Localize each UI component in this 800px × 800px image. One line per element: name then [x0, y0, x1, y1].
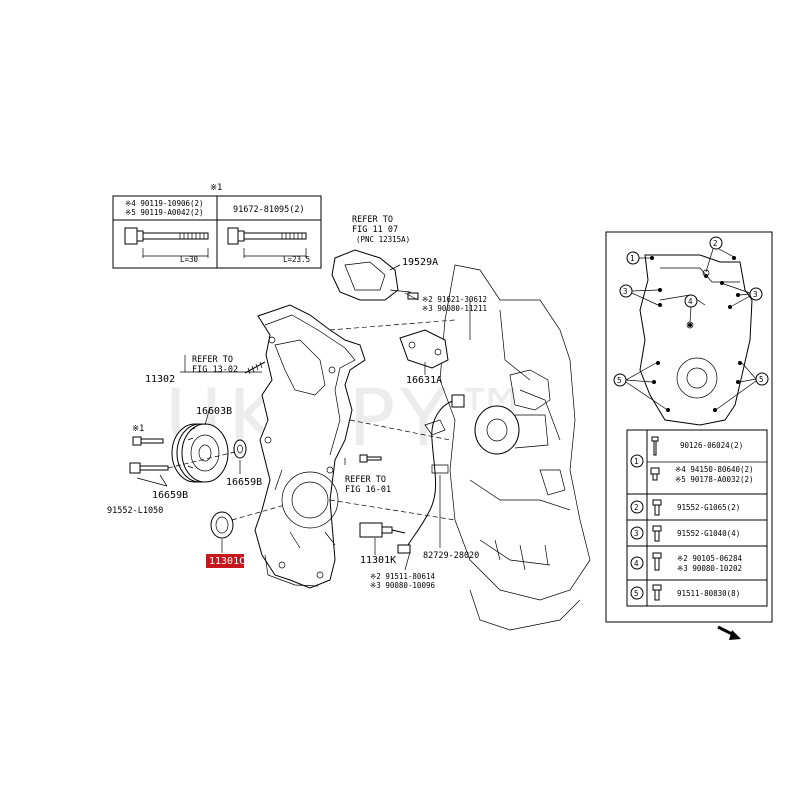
pulley-washer [233, 439, 247, 459]
idler-bracket [399, 329, 449, 369]
legend-table: 1 90126-06024(2) ※4 94150-80640(2) ※5 90… [626, 429, 768, 607]
refer-fig16-line1: REFER TO [345, 475, 386, 485]
engine-mount-bracket [331, 249, 419, 301]
engine-block [439, 264, 591, 631]
leader-lines [136, 264, 441, 571]
bolt-spec-table: ※1 ※4 90119-10906(2) ※5 90119-A0042(2) 9… [112, 183, 322, 269]
refer-fig11-line3: (PNC 12315A) [356, 235, 410, 244]
label-11301c: 11301C [209, 556, 245, 567]
label-82729-28020: 82729-28020 [423, 551, 479, 561]
legend-row4-line1: ※2 90105-06284 [677, 554, 742, 563]
label-16631a: 16631A [406, 375, 442, 386]
timing-chain-cover [254, 304, 366, 589]
label-star1: ※1 [132, 424, 144, 434]
legend-row5-part: 91511-80830(8) [677, 589, 740, 598]
left-length: L=30 [180, 255, 199, 264]
bolt-icon-right [227, 227, 307, 258]
guide-lines [329, 319, 456, 521]
legend-row3-part: 91552-G1040(4) [677, 529, 740, 538]
svg-text:3: 3 [623, 287, 628, 296]
bolt-legend-panel: 1 2 3 3 4 5 5 [605, 231, 773, 623]
legend-cover-diagram [639, 254, 753, 426]
right-header: 91672-81095(2) [233, 205, 305, 215]
label-16659b: 16659B [152, 490, 188, 501]
svg-text:2: 2 [713, 239, 718, 248]
refer-fig16-line2: FIG 16-01 [345, 485, 391, 495]
label-91511-80614: ※2 91511-80614 [370, 572, 435, 581]
label-19529a: 19529A [402, 257, 438, 268]
svg-text:1: 1 [630, 254, 635, 263]
legend-diagram-callouts: 1 2 3 3 4 5 5 [613, 236, 769, 410]
front-direction-arrow [717, 625, 741, 640]
small-bolt-star1 [132, 436, 164, 446]
svg-text:4: 4 [688, 297, 693, 306]
legend-row2-part: 91552-G1065(2) [677, 503, 740, 512]
label-11302: 11302 [145, 374, 175, 385]
legend-row1-alt2: ※5 90178-A0032(2) [675, 475, 754, 484]
pulley-bolt [129, 462, 169, 474]
oil-seal [210, 511, 234, 539]
left-header-2: ※5 90119-A0042(2) [125, 208, 204, 217]
legend-row1-part: 90126-06024(2) [680, 441, 743, 450]
label-91552-l1050: 91552-L1050 [107, 506, 163, 516]
bolt-icon-left [124, 227, 209, 258]
sensor-11301k [359, 522, 406, 538]
crank-position-sensor [397, 394, 465, 554]
left-header-1: ※4 90119-10906(2) [125, 199, 204, 208]
refer-fig13-line1: REFER TO [192, 355, 233, 365]
water-pump [474, 405, 549, 455]
refer-fig11-line2: FIG 11 07 [352, 225, 398, 235]
svg-text:3: 3 [634, 529, 639, 538]
svg-text:3: 3 [753, 290, 758, 299]
legend-row4-line2: ※3 90080-10202 [677, 564, 742, 573]
label-90080-11211: ※3 90080-11211 [422, 304, 487, 313]
legend-row1-alt1: ※4 94150-80640(2) [675, 465, 754, 474]
label-16659b-washer: 16659B [226, 477, 262, 488]
right-length: L=23.5 [283, 255, 310, 264]
svg-text:5: 5 [617, 376, 622, 385]
crankshaft-pulley [171, 423, 229, 483]
star-mark: ※1 [210, 183, 222, 193]
stud-bolt [244, 361, 266, 375]
highlighted-part-11301c[interactable]: 11301C [206, 554, 245, 568]
label-90080-10096: ※3 90080-10096 [370, 581, 435, 590]
svg-text:4: 4 [634, 559, 639, 568]
label-16603b: 16603B [196, 406, 232, 417]
svg-text:5: 5 [759, 375, 764, 384]
svg-text:1: 1 [634, 457, 639, 466]
label-91621-30612: ※2 91621-30612 [422, 295, 487, 304]
refer-fig11-line1: REFER TO [352, 215, 393, 225]
refer-fig13-line2: FIG 13-02 [192, 365, 238, 375]
label-11301k: 11301K [360, 555, 396, 566]
sensor-bolt [359, 454, 382, 463]
svg-text:2: 2 [634, 503, 639, 512]
svg-text:5: 5 [634, 589, 639, 598]
